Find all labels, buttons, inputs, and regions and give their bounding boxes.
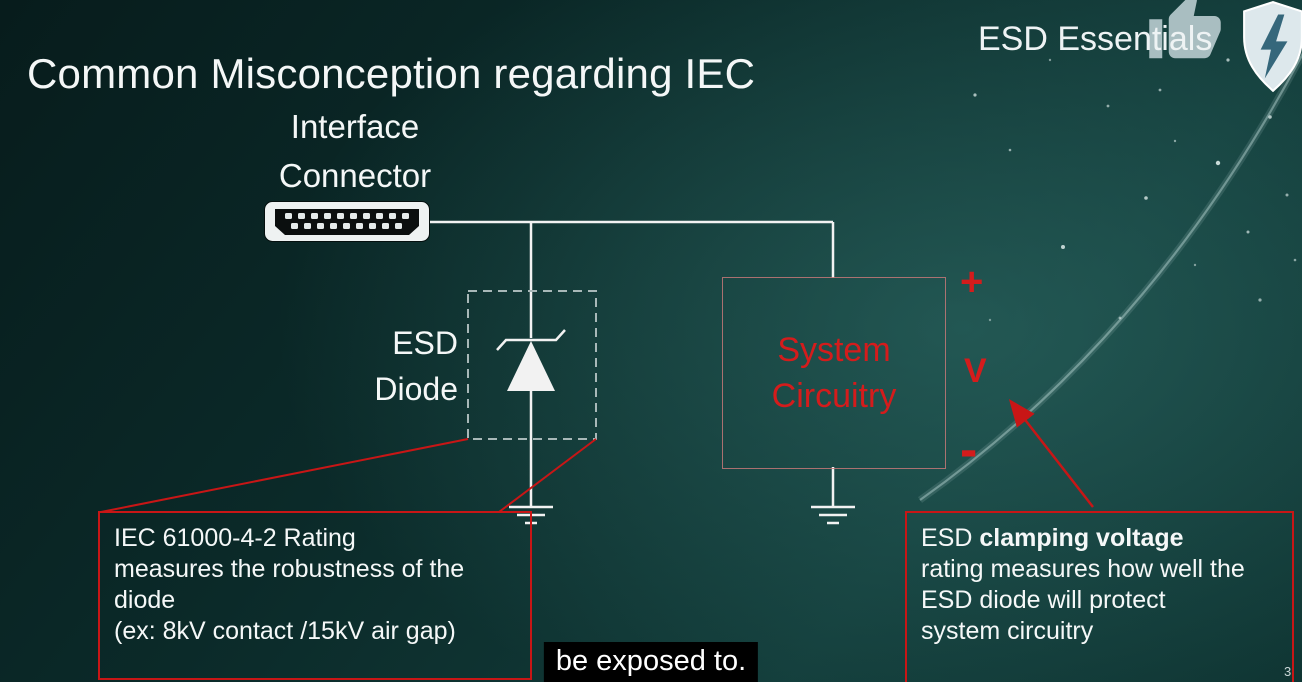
slide-title: Common Misconception regarding IEC xyxy=(27,50,756,98)
clamping-voltage-line3: ESD diode will protect xyxy=(921,586,1166,614)
subtitle-caption: be exposed to. xyxy=(543,642,759,682)
voltage-plus-sign: + xyxy=(960,260,984,304)
tvs-diode-symbol xyxy=(496,329,566,391)
interface-connector-label-line2: Connector xyxy=(278,157,432,194)
esd-diode-dashed-box xyxy=(467,290,597,440)
clamping-voltage-line2: rating measures how well the xyxy=(921,555,1245,583)
iec-rating-line4: (ex: 8kV contact /15kV air gap) xyxy=(114,617,456,645)
clamping-voltage-line1: ESD clamping voltage xyxy=(921,523,1278,554)
iec-rating-callout: IEC 61000-4-2 Rating measures the robust… xyxy=(98,511,532,680)
shield-icon xyxy=(1240,0,1302,100)
page-number: 3 xyxy=(1284,664,1292,679)
ground-symbol-system xyxy=(811,505,855,525)
iec-rating-line2: measures the robustness of the xyxy=(114,555,465,583)
esd-diode-label-line1: ESD xyxy=(392,325,458,361)
esd-diode-label: ESD Diode xyxy=(330,320,458,412)
clamping-voltage-line4: system circuitry xyxy=(921,617,1094,645)
clamping-voltage-line1-bold: clamping voltage xyxy=(979,524,1184,552)
system-circuitry-box: System Circuitry xyxy=(722,277,946,469)
system-circuitry-line1: System xyxy=(777,331,891,369)
thumbs-up-icon xyxy=(1146,0,1224,73)
iec-rating-line1: IEC 61000-4-2 Rating xyxy=(114,524,356,552)
callout-pointer-lines xyxy=(100,438,597,513)
system-circuitry-line2: Circuitry xyxy=(771,377,897,415)
voltage-minus-sign: - xyxy=(960,421,978,479)
clamping-voltage-callout: ESD clamping voltage rating measures how… xyxy=(905,511,1294,682)
voltage-label: V xyxy=(964,352,987,390)
hdmi-connector-icon xyxy=(263,200,431,251)
interface-connector-label-line1: Interface xyxy=(290,108,420,145)
clamping-voltage-line1-normal: ESD xyxy=(921,524,980,552)
interface-connector-label: Interface Connector xyxy=(250,102,460,200)
esd-diode-label-line2: Diode xyxy=(374,371,458,407)
brand-text: ESD Essentials xyxy=(978,20,1213,58)
clamping-voltage-arrow xyxy=(1008,399,1094,508)
iec-rating-line3: diode xyxy=(114,586,176,614)
